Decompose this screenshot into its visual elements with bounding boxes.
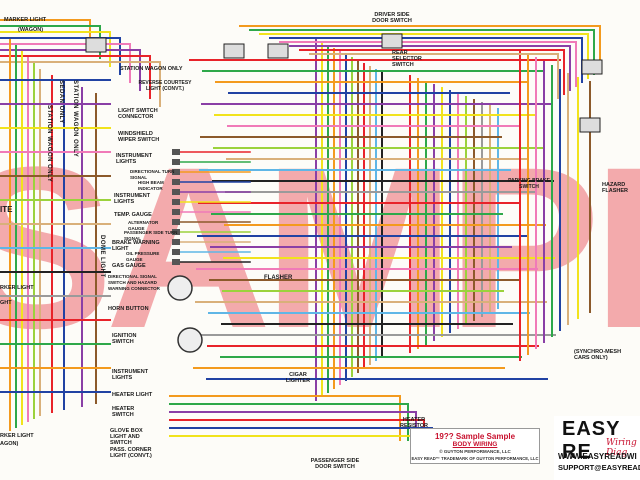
- connector-icon: [579, 117, 601, 133]
- wire-top-right: [249, 29, 595, 75]
- bulb-socket-icon: [172, 229, 180, 235]
- instrument-lights-label: INSTRUMENT LIGHTS: [116, 153, 153, 165]
- station-wagon-only-label: STATION WAGON ONLY: [120, 66, 183, 72]
- connector-icon: [267, 43, 289, 59]
- wire-top-right: [239, 25, 601, 71]
- brand-email: SUPPORT@EASYREADWI: [558, 463, 640, 472]
- copyright-line: © GUYTON PERFORMANCE, LLC: [439, 449, 511, 454]
- light-switch-connector-label: LIGHT SWITCH CONNECTOR: [118, 108, 158, 120]
- alternator-gauge-label: ALTERNATOR GAUGE: [128, 220, 159, 231]
- station-wagon-vertical-label-2: STATION WAGON ONLY: [72, 80, 78, 158]
- brand-block: EASY RE Wiring Diag WWW.EASYREADWI SUPPO…: [554, 416, 640, 480]
- bulb-socket-icon: [172, 159, 180, 165]
- parking-brake-label: PARKING BRAKE SWITCH: [508, 178, 550, 190]
- rker-light-label: RKER LIGHT: [0, 285, 34, 291]
- gas-gauge-label: GAS GAUGE: [112, 263, 146, 269]
- heater-light-label: HEATER LIGHT: [112, 392, 153, 398]
- ignition-switch-label: IGNITION SWITCH: [112, 333, 137, 345]
- wire-top-left: [0, 31, 111, 67]
- wire-top-left: [0, 61, 161, 107]
- instrument-lights-3-label: INSTRUMENT LIGHTS: [112, 369, 149, 381]
- passenger-turn-label: PASSENGER SIDE TURN SIGNAL: [124, 230, 178, 241]
- bulb-socket-icon: [172, 259, 180, 265]
- oil-pressure-label: OIL PRESSURE GAUGE: [126, 251, 160, 262]
- wire-top-right: [309, 53, 559, 99]
- bulb-socket-icon: [172, 219, 180, 225]
- trademark-line: EASY READ™ TRADEMARK OF GUYTON PERFORMAN…: [411, 456, 539, 461]
- temp-gauge-label: TEMP. GAUGE: [114, 212, 152, 218]
- title-block: 19?? Sample Sample BODY WIRING © GUYTON …: [410, 428, 540, 464]
- heater-switch-label: HEATER SWITCH: [112, 406, 135, 418]
- wire-top-left: [0, 55, 151, 99]
- brand-name: EASY RE: [562, 418, 621, 463]
- wagon-label: (WAGON): [18, 27, 44, 33]
- bulb-socket-icon: [172, 209, 180, 215]
- connector-icon: [581, 59, 603, 75]
- brake-warning-label: BRAKE WARNING LIGHT: [112, 240, 160, 252]
- rear-selector-label: REAR SELECTOR SWITCH: [392, 50, 422, 68]
- brand-url: WWW.EASYREADWI: [558, 452, 637, 461]
- bulb-socket-icon: [172, 149, 180, 155]
- wire-bottom: [169, 395, 401, 441]
- pass-corner-label: PASS. CORNER LIGHT (CONVT.): [110, 447, 152, 459]
- bulb-socket-icon: [172, 179, 180, 185]
- diagram-subtitle: BODY WIRING: [452, 441, 498, 448]
- glove-box-label: GLOVE BOX LIGHT AND SWITCH: [110, 428, 143, 446]
- reverse-courtesy-label: REVERSE COURTESY LIGHT (CONVT.): [138, 80, 192, 92]
- sedan-only-label: SEDAN ONLY: [58, 80, 64, 124]
- wire-top-left: [0, 19, 91, 51]
- ght-label: GHT: [0, 300, 12, 306]
- wire-top-left: [0, 43, 131, 83]
- ite-label: ITE: [0, 205, 13, 214]
- bulb-socket-icon: [172, 169, 180, 175]
- cigar-lighter-label: CIGAR LIGHTER: [285, 372, 311, 384]
- bulb-socket-icon: [172, 199, 180, 205]
- wire-top-left: [0, 49, 141, 91]
- bulb-socket-icon: [172, 189, 180, 195]
- connector-icon: [85, 37, 107, 53]
- wire-bottom: [169, 403, 409, 441]
- dir-turn-signal-label: DIRECTIONAL TURN SIGNAL: [130, 169, 175, 180]
- flasher-label: FLASHER: [264, 275, 293, 281]
- driver-door-switch-label: DRIVER SIDE DOOR SWITCH: [372, 12, 412, 24]
- bulb-socket-icon: [172, 239, 180, 245]
- wire-top-right: [279, 41, 577, 87]
- rker-light-label-bottom: RKER LIGHT: [0, 433, 34, 439]
- diagram-title: 19?? Sample Sample: [434, 432, 516, 441]
- directional-switch-icon: [167, 275, 193, 301]
- windshield-wiper-label: WINDSHIELD WIPER SWITCH: [118, 131, 160, 143]
- horn-button-label: HORN BUTTON: [108, 306, 149, 312]
- heater-resistor-label: HEATER RESISTOR: [399, 417, 428, 429]
- hazard-flasher-label: HAZARD FLASHER: [602, 182, 628, 194]
- agon-label: AGON): [0, 441, 19, 447]
- wire-top-right: [299, 49, 565, 95]
- ignition-switch-icon: [177, 327, 203, 353]
- connector-icon: [381, 33, 403, 49]
- instrument-lights-2-label: INSTRUMENT LIGHTS: [114, 193, 151, 205]
- wire-bottom: [169, 427, 433, 441]
- station-wagon-vertical-label: STATION WAGON ONLY: [46, 105, 52, 183]
- bulb-socket-icon: [172, 249, 180, 255]
- high-beam-label: HIGH BEAM INDICATOR: [138, 180, 164, 191]
- dome-light-label: DOME LIGHT: [99, 235, 105, 278]
- connector-icon: [223, 43, 245, 59]
- synchro-mesh-label: (SYNCHRO-MESH CARS ONLY): [574, 349, 622, 361]
- marker-light-label: MARKER LIGHT: [4, 17, 47, 23]
- brand-tagline: Wiring Diag: [606, 438, 637, 458]
- directional-switch-label: DIRECTIONAL SIGNAL SWITCH AND HAZARD WAR…: [108, 274, 160, 291]
- passenger-door-switch-label: PASSENGER SIDE DOOR SWITCH: [310, 458, 360, 470]
